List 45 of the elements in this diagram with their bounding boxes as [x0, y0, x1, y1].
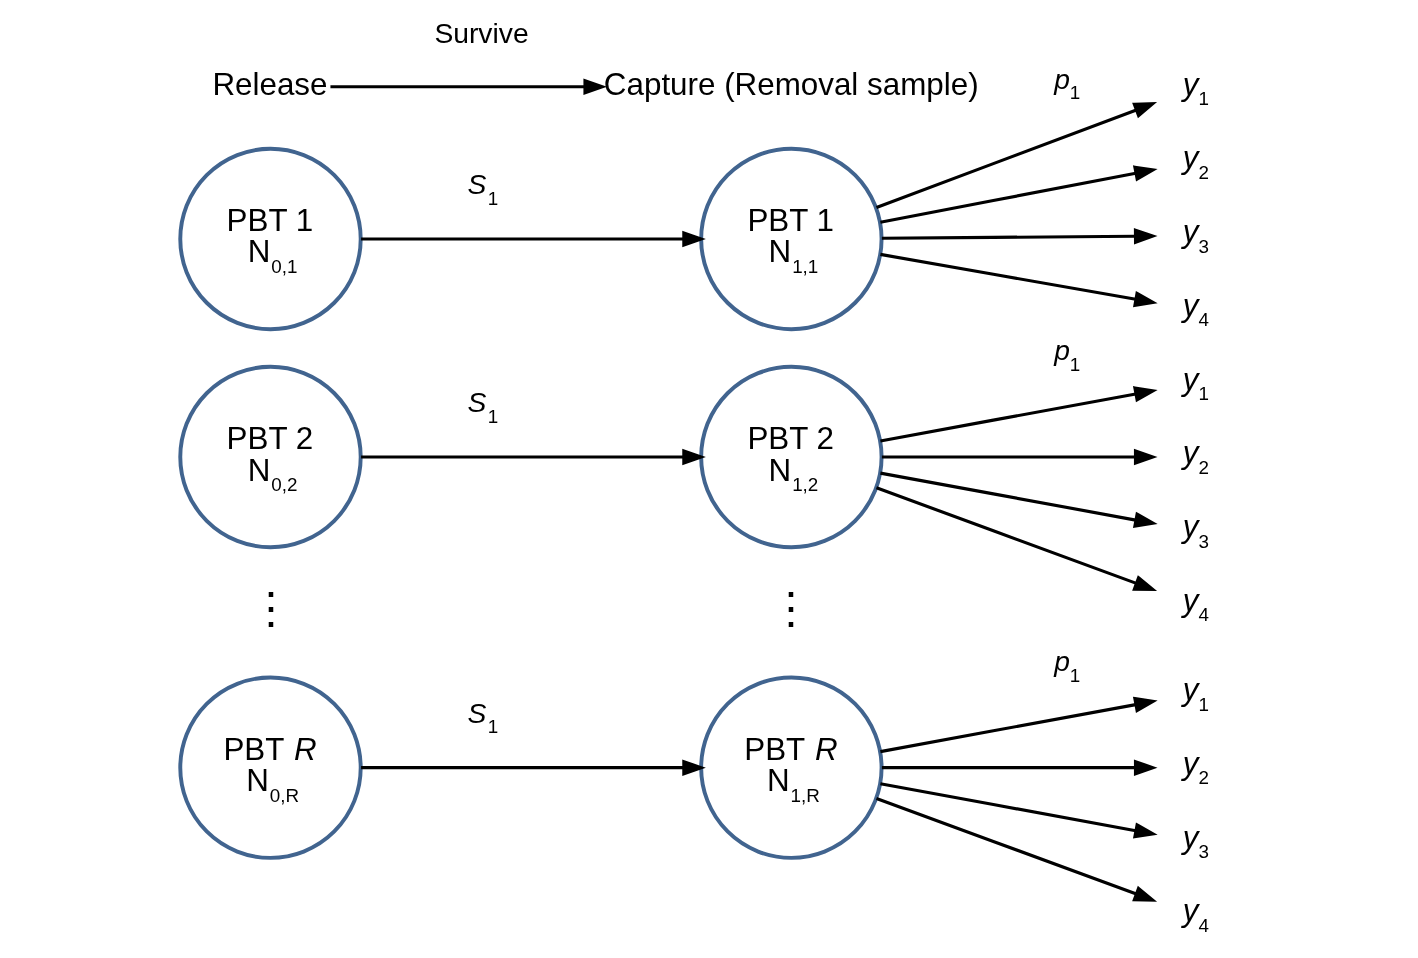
node-text: y$_{3}$ — [1182, 214, 1209, 257]
node-circle: PBT 1 N$_{1,1}$ — [699, 146, 884, 332]
node-text: y$_{2}$ — [1182, 745, 1209, 789]
arrow — [881, 448, 1158, 466]
arrow — [881, 228, 1158, 245]
node-text: y$_{4}$ — [1182, 287, 1209, 331]
node-text: y$_{1}$ — [1182, 66, 1209, 110]
node-text: y$_{3}$ — [1182, 509, 1209, 552]
node-circle: PBT 1 N$_{0,1}$ — [178, 146, 363, 332]
arrow — [875, 796, 1158, 902]
edge-label: S$_{1}$ — [467, 696, 499, 738]
edge-label: S$_{1}$ — [467, 386, 499, 427]
node-text: y$_{1}$ — [1182, 672, 1209, 715]
arrow — [875, 486, 1158, 591]
arrow — [880, 165, 1158, 224]
arrow — [361, 230, 706, 248]
arrow — [880, 471, 1158, 528]
arrow — [880, 386, 1158, 443]
node-circle: PBT 2 N$_{0,2}$ — [178, 364, 363, 550]
edge-label: p$_{1}$ — [1054, 645, 1081, 686]
arrow — [361, 448, 706, 466]
node-text: y$_{3}$ — [1182, 819, 1209, 863]
node-circle: PBT 2 N$_{1,2}$ — [699, 364, 884, 550]
label: ⋮ — [769, 583, 814, 633]
arrow — [880, 782, 1158, 839]
node-text: y$_{4}$ — [1182, 582, 1209, 626]
arrow — [880, 696, 1158, 754]
edge-label: p$_{1}$ — [1054, 334, 1081, 375]
node-text: y$_{2}$ — [1182, 140, 1209, 183]
edge-label: S$_{1}$ — [467, 168, 499, 209]
node-text: y$_{4}$ — [1182, 893, 1209, 936]
arrow — [880, 252, 1158, 308]
arrow — [330, 78, 607, 96]
arrow — [875, 102, 1158, 210]
node-circle: PBT R N$_{0,R}$ — [178, 675, 363, 860]
edge-label: p$_{1}$ — [1054, 62, 1081, 104]
node-text: Capture (Removal sample) — [603, 66, 979, 102]
node-text: y$_{1}$ — [1182, 361, 1209, 405]
arrow — [361, 759, 706, 776]
edge-label: Survive — [434, 17, 529, 50]
label: ⋮ — [248, 583, 293, 633]
arrow — [881, 759, 1158, 776]
node-circle: PBT R N$_{1,R}$ — [699, 675, 884, 860]
node-text: Release — [212, 66, 328, 102]
node-text: y$_{2}$ — [1182, 435, 1209, 478]
